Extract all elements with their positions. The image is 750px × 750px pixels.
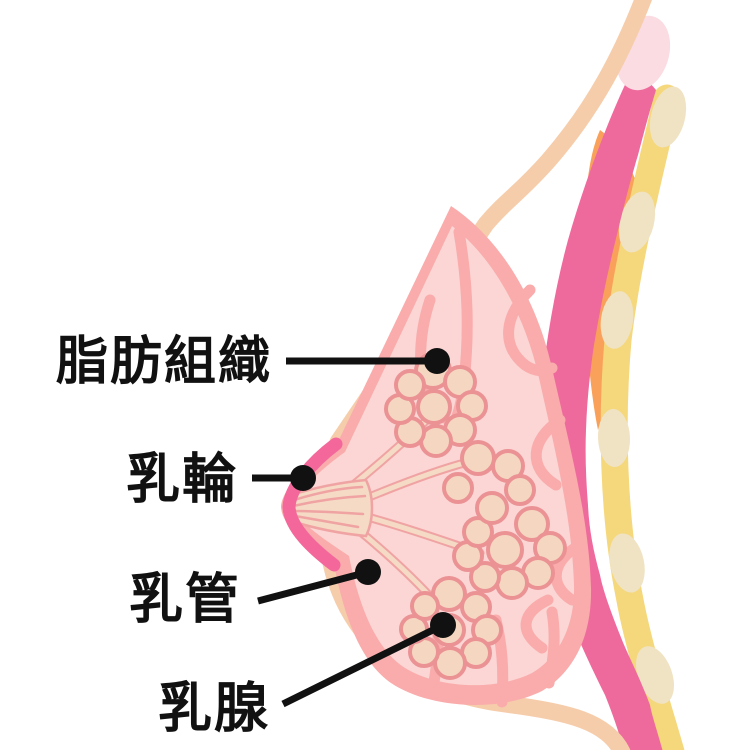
lobule: [514, 506, 550, 542]
lobule: [416, 389, 452, 425]
callout-dots: [290, 348, 456, 638]
callout-dot-areola: [290, 465, 316, 491]
lymph-node: [600, 291, 634, 349]
callout-dot-gland: [430, 612, 456, 638]
skin-outline-upper: [329, 0, 653, 451]
lymph-node: [609, 533, 645, 593]
duct-line: [291, 509, 365, 516]
fat-divider: [550, 539, 586, 606]
fat-divider: [543, 606, 560, 689]
fat-divider: [503, 284, 558, 377]
fat-divider: [520, 594, 554, 654]
label-milk-duct: 乳管: [129, 568, 241, 631]
duct-line: [293, 514, 360, 529]
fat-divider: [530, 414, 566, 491]
callout-dot-adipose: [424, 348, 450, 374]
lymph-node-group: [597, 86, 687, 704]
lymph-node: [636, 646, 674, 704]
areola-band: [282, 437, 343, 572]
label-adipose-tissue: 脂肪組織: [56, 332, 272, 392]
label-mammary-gland: 乳腺: [158, 677, 270, 740]
lymph-node: [649, 86, 687, 148]
lobule: [462, 516, 494, 548]
lymph-node: [597, 409, 631, 467]
lobule: [504, 474, 536, 506]
leader-line-duct: [257, 568, 369, 605]
duct-bundle-lines: [291, 485, 367, 529]
lobule: [410, 591, 440, 621]
milk-duct-lumen: [359, 459, 471, 503]
lobule: [495, 566, 529, 600]
callout-dot-duct: [355, 559, 381, 585]
lobule: [394, 369, 426, 401]
gland-cluster-middle: [442, 440, 567, 600]
lobule: [442, 472, 474, 504]
label-areola: 乳輪: [126, 448, 238, 511]
lobule: [486, 531, 524, 569]
gland-clusters: [384, 352, 567, 680]
leader-line-gland: [281, 621, 445, 708]
lobule: [475, 491, 509, 525]
lobule: [469, 561, 501, 593]
duct-line: [291, 494, 367, 508]
gland-cluster-upper: [384, 352, 488, 458]
lymph-node: [618, 191, 656, 253]
lobule: [460, 440, 496, 476]
duct-line: [292, 485, 364, 502]
